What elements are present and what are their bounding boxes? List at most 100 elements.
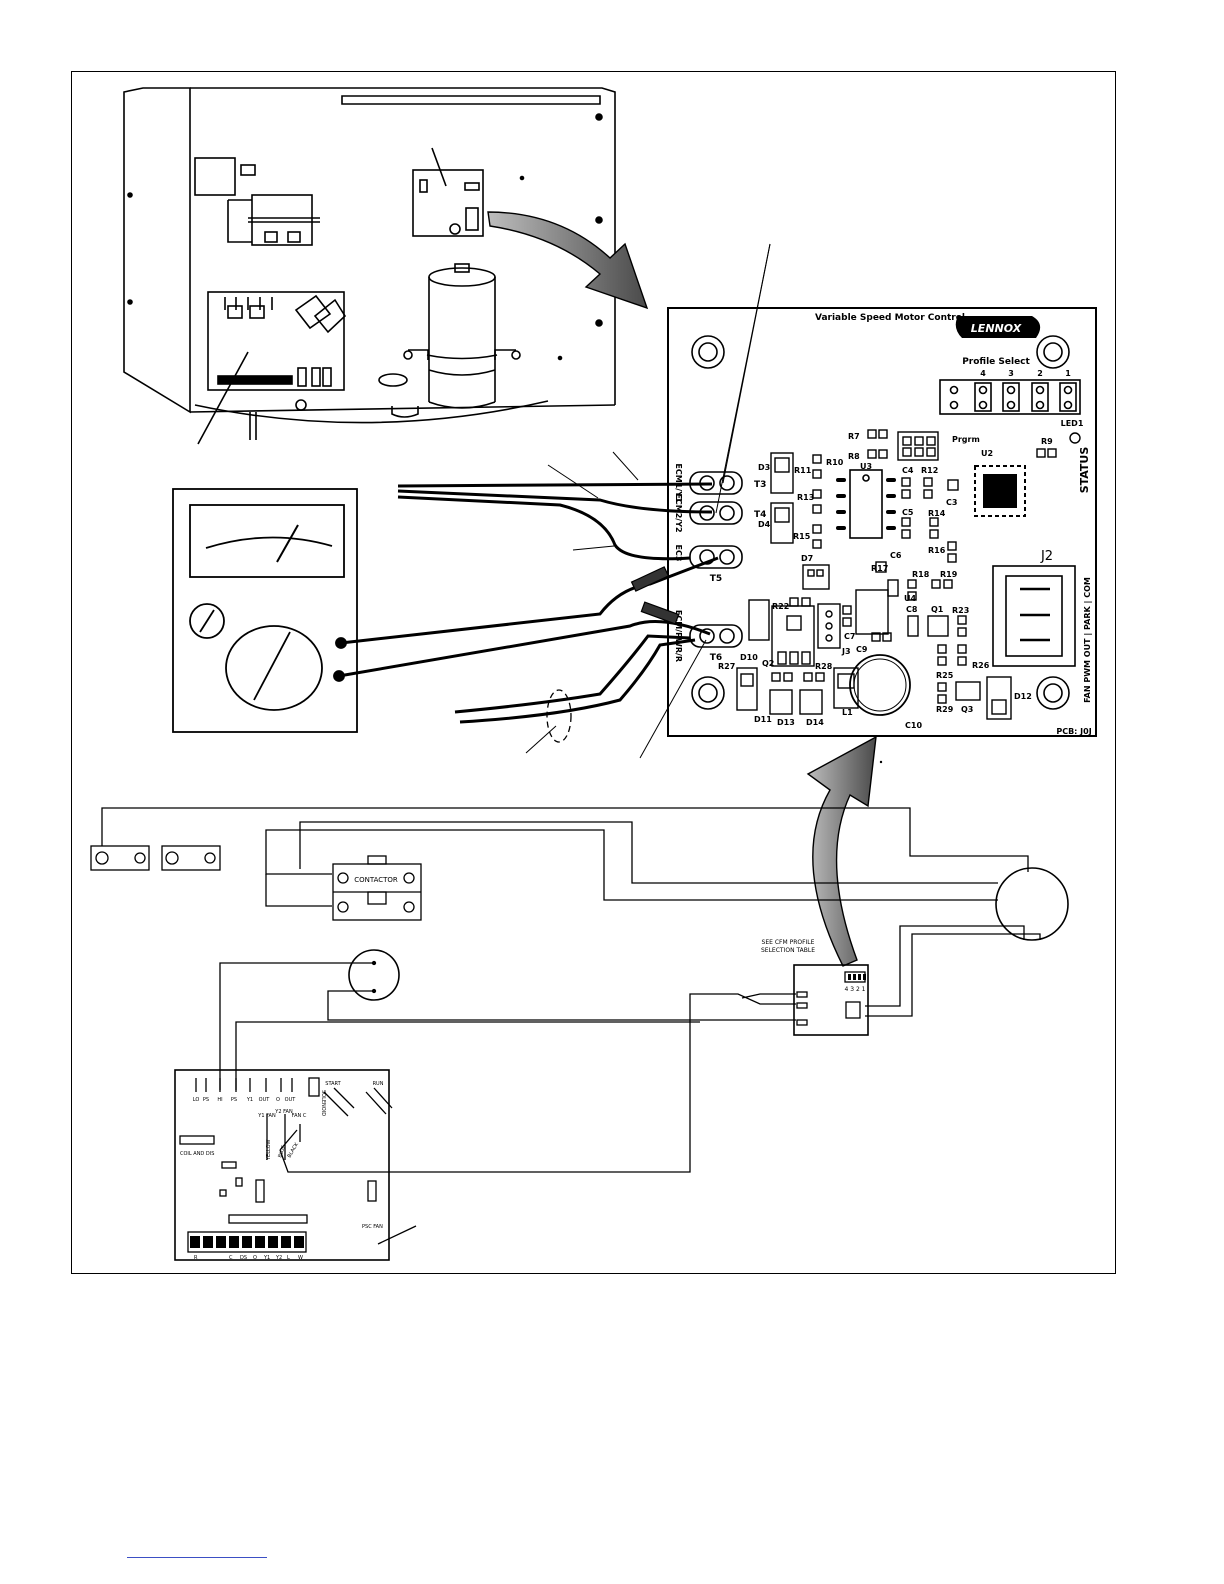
small-board-pins: 4 3 2 1 — [845, 986, 866, 993]
svg-text:Y1: Y1 — [263, 1255, 270, 1261]
svg-text:C9: C9 — [856, 645, 868, 654]
lennox-logo — [955, 316, 1041, 338]
svg-text:R26: R26 — [972, 661, 990, 670]
status-led — [1069, 432, 1081, 444]
terminal-label: T6 — [710, 653, 722, 663]
svg-text:D4: D4 — [758, 520, 771, 529]
wire-loop — [546, 689, 572, 743]
leader-lines — [525, 243, 771, 759]
svg-text:D3: D3 — [758, 463, 770, 472]
zoom-arrow-bottom — [806, 735, 877, 967]
terminal-t6[interactable] — [689, 624, 743, 648]
terminal-side-label: EC3 — [674, 545, 683, 562]
profile-num: 1 — [1065, 369, 1071, 378]
svg-text:R11: R11 — [794, 466, 812, 475]
svg-text:FAN C: FAN C — [292, 1113, 307, 1119]
svg-text:C10: C10 — [905, 721, 922, 730]
svg-text:PS: PS — [231, 1097, 237, 1103]
board-title: Variable Speed Motor Control — [815, 313, 965, 323]
schematic-labels: CONTACTOR SEE CFM PROFILE SELECTION TABL… — [180, 876, 866, 1261]
svg-text:R12: R12 — [921, 466, 938, 475]
probe-tip — [640, 601, 680, 625]
svg-text:R19: R19 — [940, 570, 958, 579]
svg-text:D12: D12 — [1014, 692, 1032, 701]
svg-text:R29: R29 — [936, 705, 954, 714]
svg-text:R9: R9 — [1041, 437, 1053, 446]
svg-text:W: W — [298, 1255, 303, 1261]
terminal-screws — [190, 974, 866, 1248]
profile-num: 3 — [1008, 369, 1014, 378]
capacitor-c10 — [849, 654, 911, 716]
svg-text:Q2: Q2 — [762, 659, 774, 668]
terminal-label: T4 — [754, 510, 766, 520]
pcb-label: PCB: J0J — [1056, 727, 1091, 736]
terminal-label: T5 — [710, 574, 722, 584]
brand-label: LENNOX — [971, 322, 1022, 335]
program-label: Prgrm — [952, 435, 980, 444]
svg-text:C4: C4 — [902, 466, 914, 475]
profile-select-label: Profile Select — [962, 357, 1030, 367]
svg-text:C7: C7 — [844, 632, 855, 641]
unit-cabinet — [123, 87, 616, 445]
svg-text:R14: R14 — [928, 509, 946, 518]
svg-text:D7: D7 — [801, 554, 813, 563]
svg-text:J3: J3 — [841, 647, 851, 656]
svg-text:Q3: Q3 — [961, 705, 973, 714]
solenoid-label: SOLENOID — [320, 1090, 326, 1116]
ic-u3 — [849, 469, 883, 539]
svg-text:R7: R7 — [848, 432, 860, 441]
svg-text:Y2: Y2 — [275, 1255, 282, 1261]
svg-text:Y1: Y1 — [246, 1097, 253, 1103]
svg-text:U3: U3 — [860, 462, 872, 471]
svg-text:C8: C8 — [906, 605, 918, 614]
svg-text:D10: D10 — [740, 653, 758, 662]
svg-text:OUT: OUT — [259, 1097, 271, 1103]
footer-link-rule — [127, 1557, 267, 1558]
svg-text:C3: C3 — [946, 498, 957, 507]
svg-text:HI: HI — [217, 1097, 222, 1103]
zoom-arrow-top — [487, 211, 649, 310]
led-label: LED1 — [1061, 419, 1084, 428]
svg-text:R18: R18 — [912, 570, 930, 579]
svg-text:L: L — [287, 1255, 290, 1261]
svg-text:R25: R25 — [936, 671, 954, 680]
figure-frame — [71, 71, 1116, 1274]
svg-text:LO: LO — [193, 1097, 200, 1103]
svg-text:D14: D14 — [806, 718, 824, 727]
j2-label: J2 — [1040, 549, 1053, 564]
ic-pins — [836, 478, 896, 530]
contactor-label: CONTACTOR — [354, 876, 398, 884]
terminal-t5[interactable] — [689, 545, 743, 569]
cfm-note: SELECTION TABLE — [761, 947, 815, 954]
start-label: START — [325, 1081, 341, 1087]
component-labels: D3 R11 R10 R13 D4 R15 R7 R8 U3 C4 R12 C3… — [718, 432, 1053, 730]
svg-text:Y1 FAN: Y1 FAN — [257, 1113, 276, 1119]
svg-text:R23: R23 — [952, 606, 969, 615]
svg-text:R: R — [194, 1255, 198, 1261]
svg-text:C: C — [229, 1255, 233, 1261]
j2-connector[interactable] — [992, 565, 1076, 667]
terminal-side-label: ECM2/Y2 — [674, 493, 683, 532]
small-parts — [736, 429, 1057, 720]
coil-label: COIL AND DIS — [180, 1151, 214, 1157]
svg-text:R13: R13 — [797, 493, 814, 502]
program-header[interactable] — [897, 431, 939, 461]
j2-pins-label: FAN PWM OUT | PARK | COM — [1083, 577, 1092, 703]
svg-text:R17: R17 — [871, 564, 888, 573]
svg-text:D11: D11 — [754, 715, 772, 724]
svg-text:YELLOW: YELLOW — [266, 1139, 272, 1161]
svg-text:D13: D13 — [777, 718, 795, 727]
svg-text:Y2 FAN: Y2 FAN — [274, 1109, 293, 1115]
svg-text:R8: R8 — [848, 452, 860, 461]
profile-select-header[interactable] — [939, 379, 1081, 415]
svg-text:C6: C6 — [890, 551, 902, 560]
test-leads — [338, 482, 719, 724]
ic-u2 — [974, 465, 1026, 517]
svg-text:U4: U4 — [904, 594, 916, 603]
variable-speed-board: LENNOX Variable Speed Motor Control Prof… — [667, 307, 1097, 737]
run-label: RUN — [373, 1081, 384, 1087]
svg-text:R22: R22 — [772, 602, 789, 611]
schematic-wiring — [90, 807, 1069, 1261]
svg-text:PS: PS — [203, 1097, 209, 1103]
